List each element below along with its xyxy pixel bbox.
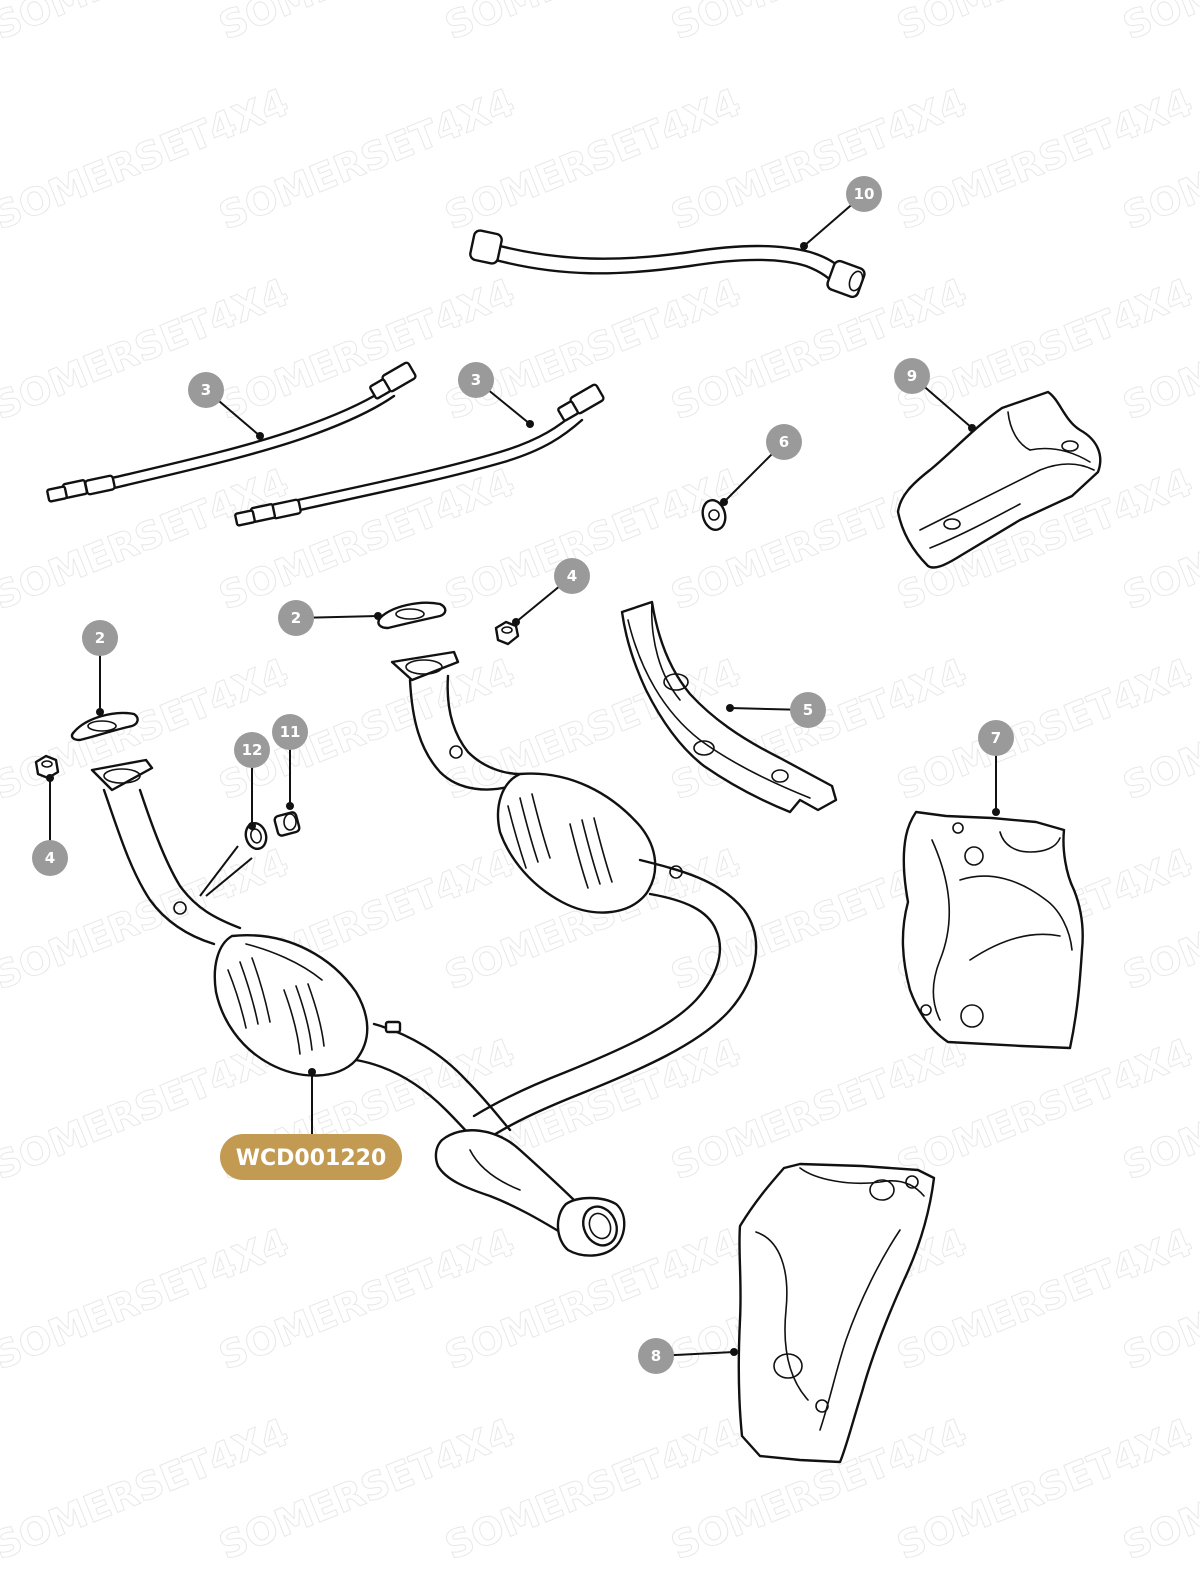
callout-3-left[interactable]: 3 xyxy=(188,372,224,408)
callout-2-top[interactable]: 2 xyxy=(278,600,314,636)
callout-2-top-label: 2 xyxy=(291,609,301,627)
part-7-heat-shield xyxy=(901,810,1084,1050)
part-4-nut-top xyxy=(494,620,520,646)
part-2-gasket-left xyxy=(70,711,139,742)
part-8-heat-shield xyxy=(737,1162,936,1464)
callout-9[interactable]: 9 xyxy=(894,358,930,394)
part-11-plug xyxy=(273,811,301,837)
callout-10[interactable]: 10 xyxy=(846,176,882,212)
part-3-sensor-cable-right xyxy=(234,383,605,527)
callout-7[interactable]: 7 xyxy=(978,720,1014,756)
callout-6-label: 6 xyxy=(779,433,789,451)
callout-3-left-label: 3 xyxy=(201,381,211,399)
callout-10-label: 10 xyxy=(854,185,875,203)
callout-8[interactable]: 8 xyxy=(638,1338,674,1374)
callout-6[interactable]: 6 xyxy=(766,424,802,460)
callout-3-right[interactable]: 3 xyxy=(458,362,494,398)
part-9-heat-shield xyxy=(896,390,1102,569)
part-2-gasket-top xyxy=(377,601,447,630)
part-number-label: WCD001220 xyxy=(236,1146,387,1171)
callout-4-top-label: 4 xyxy=(567,567,577,585)
part-4-nut-left xyxy=(34,754,60,780)
callout-4-left-label: 4 xyxy=(45,849,55,867)
callout-4-left[interactable]: 4 xyxy=(32,840,68,876)
part-number-badge[interactable]: WCD001220 xyxy=(220,1134,402,1180)
part-5-heat-shield-bracket xyxy=(620,600,838,814)
callout-4-top[interactable]: 4 xyxy=(554,558,590,594)
callout-2-left-label: 2 xyxy=(95,629,105,647)
part-3-sensor-cable-left xyxy=(46,361,417,503)
catalyst-assembly xyxy=(90,650,758,1257)
callout-3-right-label: 3 xyxy=(471,371,481,389)
callout-12-label: 12 xyxy=(242,741,263,759)
callout-2-left[interactable]: 2 xyxy=(82,620,118,656)
callout-5[interactable]: 5 xyxy=(790,692,826,728)
callout-9-label: 9 xyxy=(907,367,917,385)
watermark-text: SOMERSET4X4 xyxy=(1117,0,1200,48)
callout-7-label: 7 xyxy=(991,729,1001,747)
part-10-pipe xyxy=(469,229,866,299)
callout-8-label: 8 xyxy=(651,1347,661,1365)
callout-11-label: 11 xyxy=(280,723,301,741)
callout-5-label: 5 xyxy=(803,701,813,719)
callout-11[interactable]: 11 xyxy=(272,714,308,750)
callout-12[interactable]: 12 xyxy=(234,732,270,768)
part-6-clip xyxy=(701,499,727,531)
boss-pointer-lines xyxy=(199,845,253,897)
